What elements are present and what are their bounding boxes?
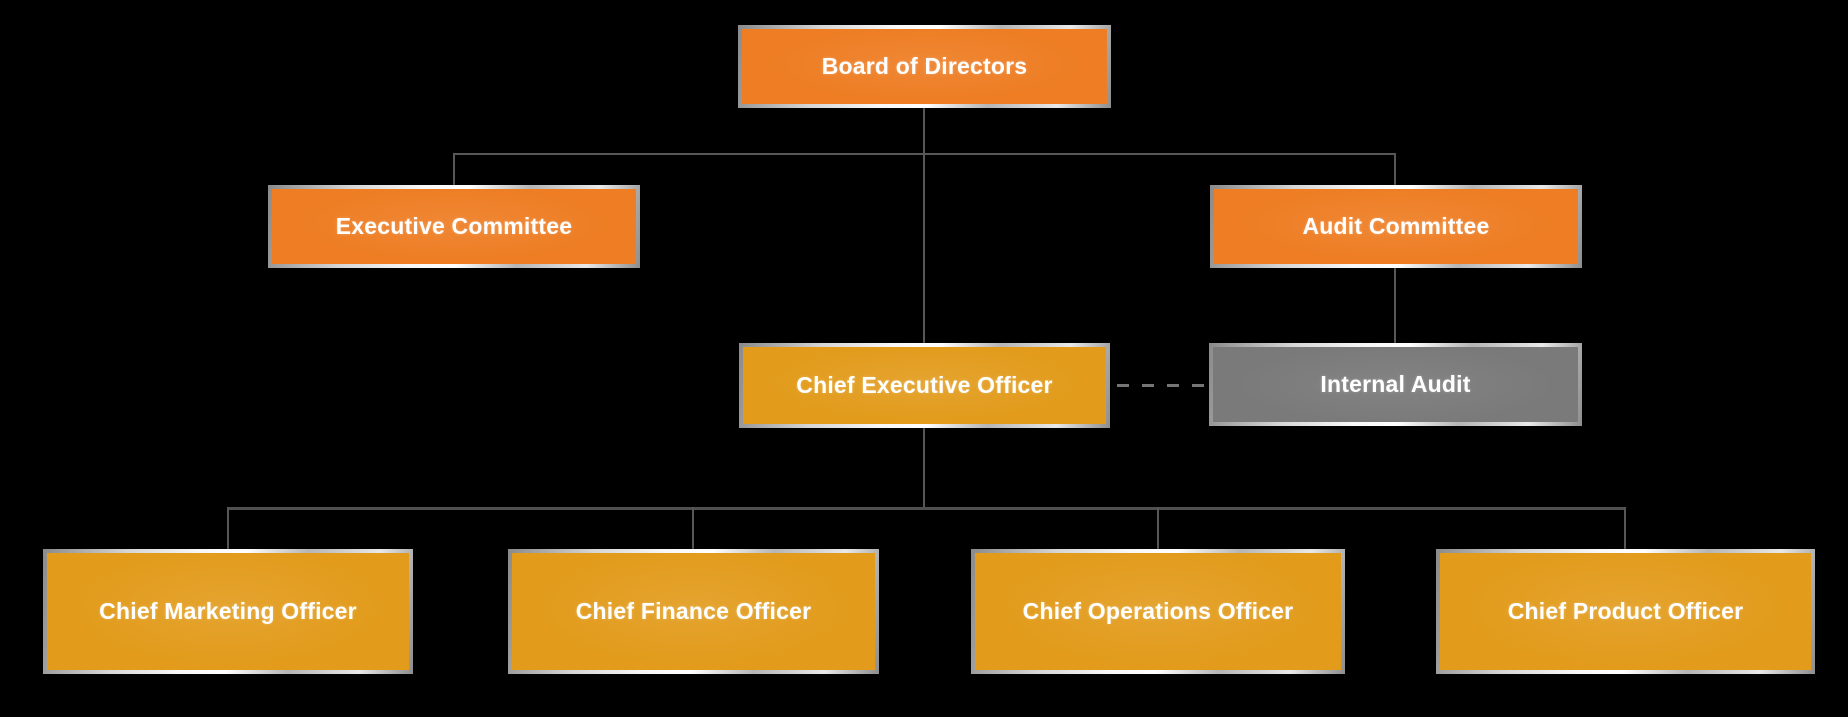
- node-chief-product-officer-label: Chief Product Officer: [1507, 598, 1744, 624]
- node-executive-committee: Executive Committee: [268, 185, 640, 268]
- node-chief-executive-officer-label: Chief Executive Officer: [796, 372, 1053, 398]
- node-chief-operations-officer-label: Chief Operations Officer: [1022, 598, 1294, 624]
- node-internal-audit-fill: Internal Audit: [1213, 347, 1578, 422]
- connector-ceo-down-vertical: [923, 426, 925, 508]
- node-chief-executive-officer: Chief Executive Officer: [739, 343, 1110, 428]
- node-internal-audit-label: Internal Audit: [1320, 371, 1471, 397]
- node-executive-committee-fill: Executive Committee: [272, 189, 636, 264]
- node-chief-finance-officer-label: Chief Finance Officer: [575, 598, 812, 624]
- connector-executive-committee-drop: [453, 153, 455, 186]
- connector-level4-horizontal: [228, 507, 1626, 510]
- node-chief-marketing-officer-label: Chief Marketing Officer: [99, 598, 357, 624]
- connector-board-to-ceo-vertical: [923, 106, 925, 343]
- node-internal-audit: Internal Audit: [1209, 343, 1582, 426]
- connector-audit-committee-drop: [1394, 153, 1396, 186]
- connector-ceo-to-internal-audit-dashed: [1111, 384, 1209, 387]
- node-chief-operations-officer-fill: Chief Operations Officer: [975, 553, 1341, 670]
- connector-audit-committee-to-internal-audit: [1394, 266, 1396, 344]
- node-audit-committee-fill: Audit Committee: [1214, 189, 1578, 264]
- node-chief-finance-officer-fill: Chief Finance Officer: [512, 553, 875, 670]
- node-audit-committee: Audit Committee: [1210, 185, 1582, 268]
- connector-cmo-drop: [227, 507, 229, 550]
- node-chief-operations-officer: Chief Operations Officer: [971, 549, 1345, 674]
- node-board-of-directors: Board of Directors: [738, 25, 1111, 108]
- node-chief-product-officer-fill: Chief Product Officer: [1440, 553, 1811, 670]
- node-executive-committee-label: Executive Committee: [335, 213, 573, 239]
- node-board-of-directors-fill: Board of Directors: [742, 29, 1107, 104]
- connector-cpo-drop: [1624, 507, 1626, 550]
- node-chief-product-officer: Chief Product Officer: [1436, 549, 1815, 674]
- node-chief-finance-officer: Chief Finance Officer: [508, 549, 879, 674]
- node-audit-committee-label: Audit Committee: [1302, 213, 1490, 239]
- node-chief-executive-officer-fill: Chief Executive Officer: [743, 347, 1106, 424]
- node-board-of-directors-label: Board of Directors: [821, 53, 1028, 79]
- connector-level2-horizontal: [453, 153, 1396, 155]
- connector-cfo-drop: [692, 507, 694, 550]
- node-chief-marketing-officer-fill: Chief Marketing Officer: [47, 553, 409, 670]
- connector-coo-drop: [1157, 507, 1159, 550]
- node-chief-marketing-officer: Chief Marketing Officer: [43, 549, 413, 674]
